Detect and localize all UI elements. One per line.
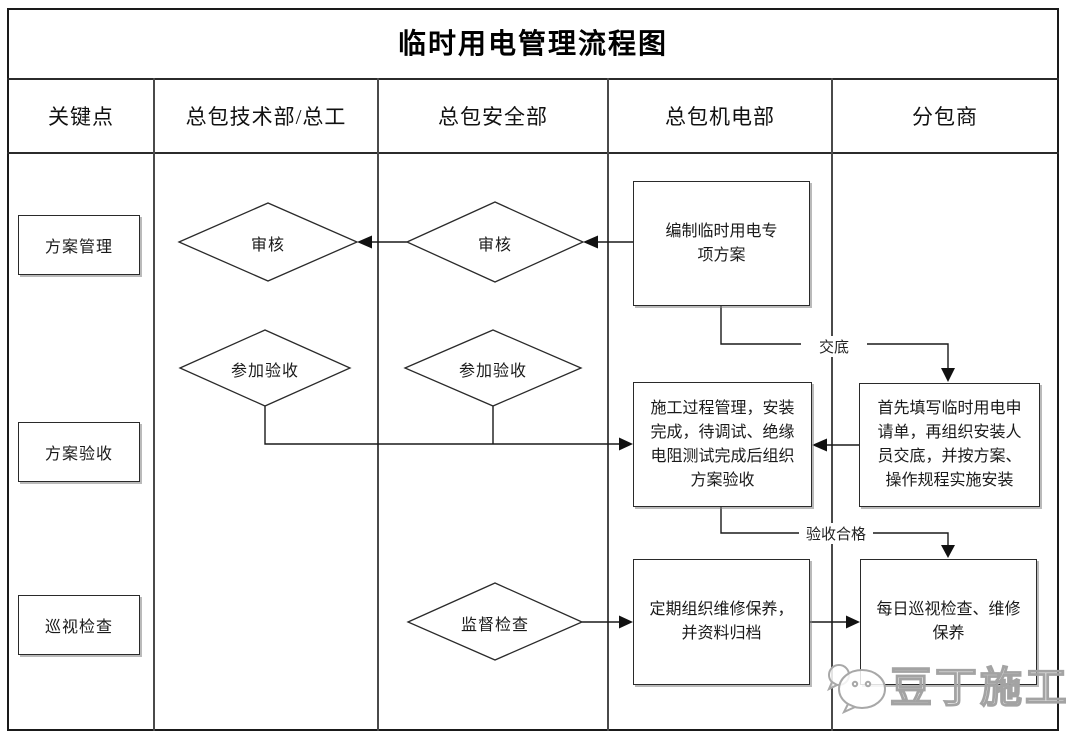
column-divider-4: [831, 78, 833, 731]
join-acceptance-safety-label: 参加验收: [458, 363, 527, 380]
column-header-subcontractor: 分包商: [912, 105, 978, 129]
daily-patrol-box: 每日巡视检查、维修 保养: [860, 559, 1037, 685]
key-point-patrol-inspection: 巡视检查: [18, 595, 140, 655]
header-separator: [7, 152, 1059, 154]
column-divider-1: [153, 78, 155, 731]
supervise-check-label: 监督检查: [460, 617, 529, 634]
column-divider-3: [607, 78, 609, 731]
watermark: 豆丁施工: [826, 654, 1066, 716]
key-point-plan-management: 方案管理: [18, 215, 140, 275]
review-tech-label: 审核: [250, 237, 285, 254]
construction-manage-box: 施工过程管理，安装 完成，待调试、绝缘 电阻测试完成后组织 方案验收: [633, 382, 812, 507]
title-separator: [7, 78, 1059, 80]
key-point-plan-acceptance: 方案验收: [18, 422, 140, 482]
apply-install-box: 首先填写临时用电申 请单，再组织安装人 员交底，并按方案、 操作规程实施安装: [859, 383, 1040, 507]
column-header-key-points: 关键点: [48, 105, 114, 129]
watermark-text: 豆丁施工: [889, 665, 1066, 713]
page-title: 临时用电管理流程图: [397, 28, 668, 59]
column-header-me-dept: 总包机电部: [665, 105, 775, 129]
table-frame: [7, 8, 1059, 731]
review-safety-label: 审核: [477, 237, 512, 254]
column-header-safety-dept: 总包安全部: [438, 105, 548, 129]
edge-label-briefing: 交底: [801, 336, 867, 357]
edge-label-acceptance-passed: 验收合格: [799, 523, 873, 544]
periodic-maintenance-box: 定期组织维修保养， 并资料归档: [633, 559, 810, 685]
prepare-plan-box: 编制临时用电专 项方案: [633, 181, 810, 306]
column-divider-2: [377, 78, 379, 731]
join-acceptance-tech-label: 参加验收: [230, 363, 299, 380]
wechat-chat-bubbles-icon: [827, 664, 886, 714]
column-header-tech-dept: 总包技术部/总工: [185, 105, 347, 129]
